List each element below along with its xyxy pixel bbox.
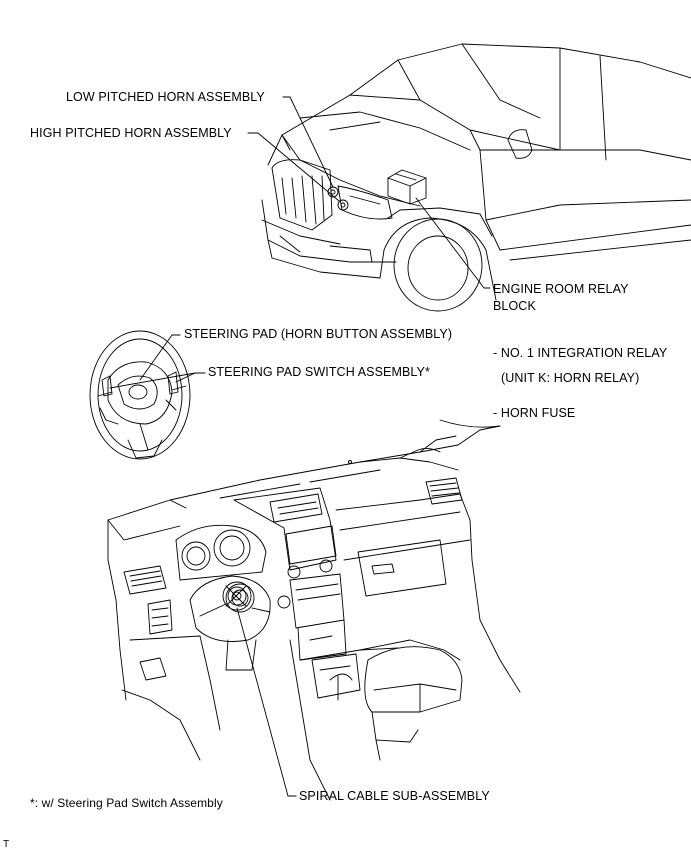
leader-lines-steering <box>109 334 206 389</box>
label-engine-room-relay-block-1: ENGINE ROOM RELAY <box>493 282 629 296</box>
instrument-panel-illustration <box>107 419 521 801</box>
label-low-pitched-horn: LOW PITCHED HORN ASSEMBLY <box>66 90 265 104</box>
leader-line-spiral-cable <box>236 607 297 797</box>
steering-wheel-inset <box>89 330 191 460</box>
leader-lines-vehicle <box>247 96 491 289</box>
label-steering-pad: STEERING PAD (HORN BUTTON ASSEMBLY) <box>184 327 453 341</box>
corner-mark: T <box>3 839 10 850</box>
vehicle-front-illustration <box>261 43 691 312</box>
label-horn-fuse: - HORN FUSE <box>493 406 576 420</box>
label-integration-relay: - NO. 1 INTEGRATION RELAY <box>493 346 668 360</box>
label-high-pitched-horn: HIGH PITCHED HORN ASSEMBLY <box>30 126 232 140</box>
footnote: *: w/ Steering Pad Switch Assembly <box>30 796 223 810</box>
spiral-cable-illustration <box>222 581 252 611</box>
label-steering-pad-switch: STEERING PAD SWITCH ASSEMBLY* <box>208 365 430 379</box>
label-engine-room-relay-block-2: BLOCK <box>493 299 536 313</box>
label-spiral-cable: SPIRAL CABLE SUB-ASSEMBLY <box>299 789 490 803</box>
label-unit-k: (UNIT K: HORN RELAY) <box>501 371 640 385</box>
